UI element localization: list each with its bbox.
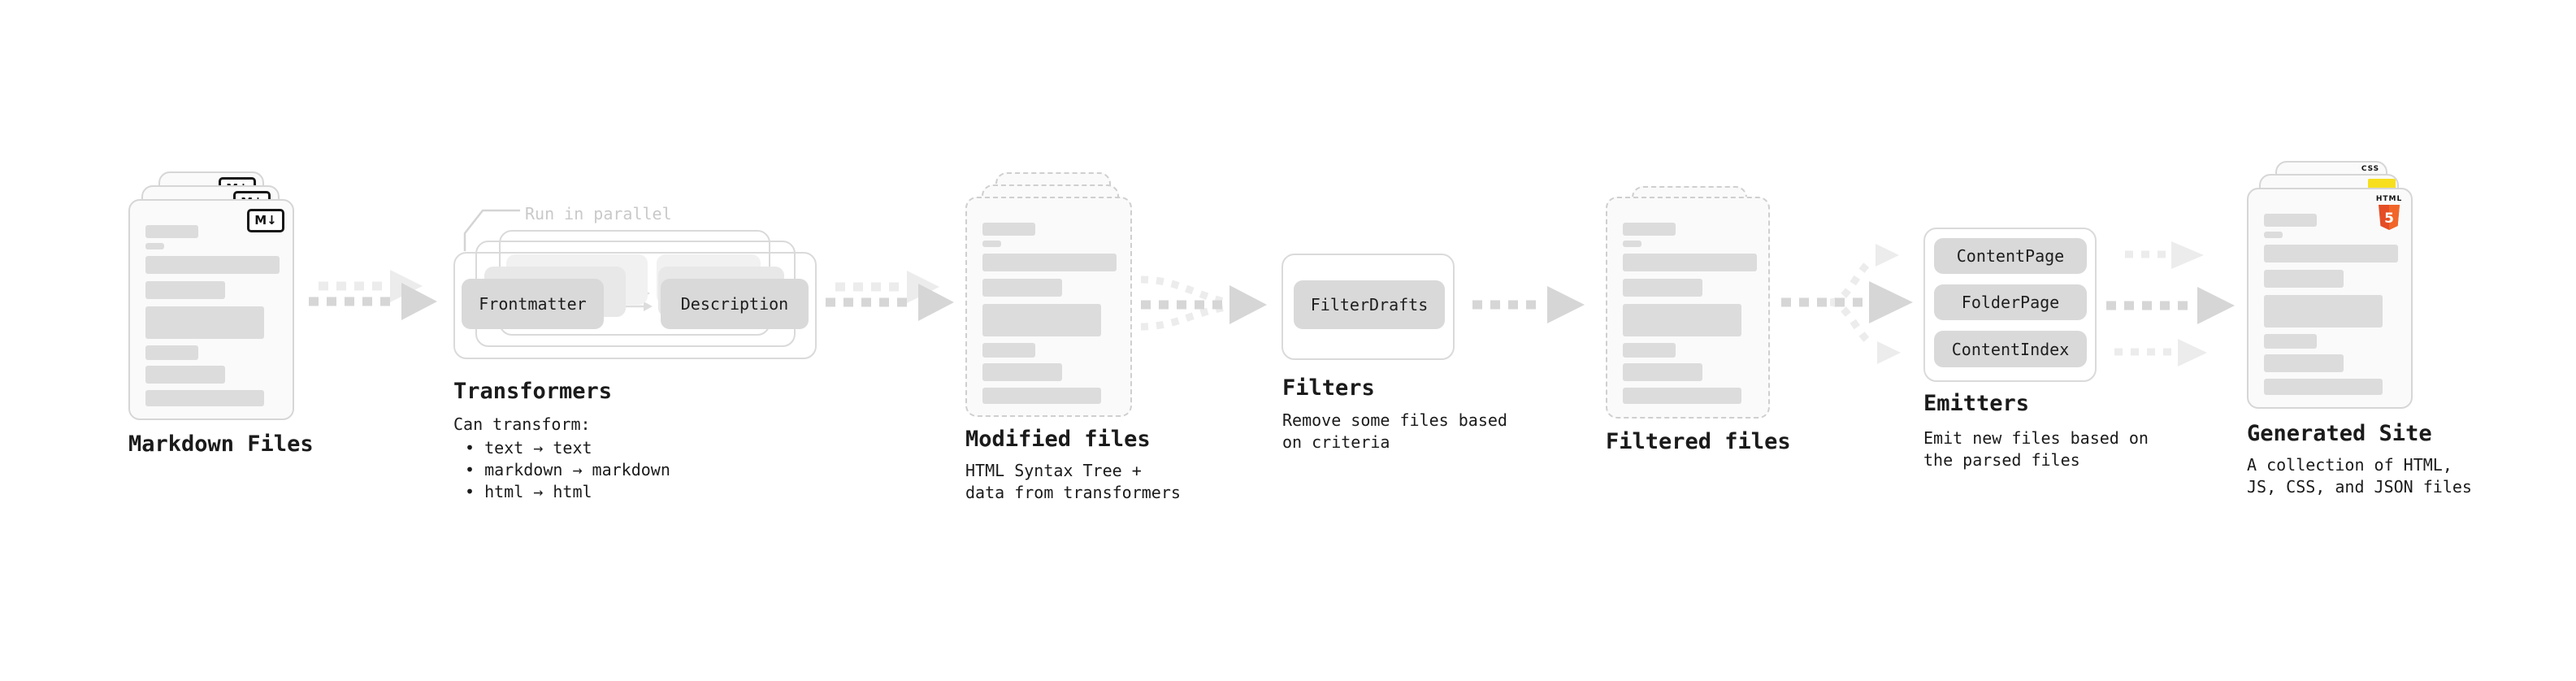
node-contentindex: ContentIndex: [1934, 331, 2087, 367]
text-placeholder-bar: [982, 279, 1062, 297]
text-placeholder-bar: [145, 306, 264, 339]
arrow-emitters-to-site-icon: [2106, 241, 2235, 367]
text-placeholder-bar: [2264, 232, 2283, 238]
transformers-bullet: • text → text: [465, 438, 592, 458]
stage-label-emitters: Emitters: [1923, 391, 2030, 416]
file-card-front: [965, 197, 1132, 417]
text-placeholder-bar: [982, 254, 1117, 271]
css-icon-label: CSS: [2361, 165, 2380, 173]
text-placeholder-bar: [145, 243, 164, 249]
file-card-front: HTML 5: [2247, 188, 2413, 409]
text-placeholder-bar: [982, 223, 1035, 236]
text-placeholder-bar: [982, 241, 1001, 247]
html5-icon-word: HTML: [2375, 195, 2403, 203]
text-placeholder-bar: [145, 366, 225, 384]
transformers-bullet: • html → html: [465, 482, 592, 501]
modified-files-description: HTML Syntax Tree + data from transformer…: [965, 461, 1181, 502]
arrow-filtered-to-emitters-icon: [1781, 244, 1913, 364]
text-placeholder-bar: [1623, 279, 1702, 297]
text-placeholder-bar: [145, 345, 198, 360]
node-filterdrafts: FilterDrafts: [1294, 280, 1445, 329]
text-placeholder-bar: [145, 390, 264, 406]
text-placeholder-bar: [2264, 379, 2383, 395]
text-placeholder-bar: [145, 225, 198, 238]
arrow-markdown-to-transformers-icon: [309, 270, 437, 320]
arrow-filters-to-filtered-icon: [1472, 286, 1585, 323]
text-placeholder-bar: [982, 388, 1101, 404]
text-placeholder-bar: [2264, 214, 2317, 227]
stage-label-markdown-files: Markdown Files: [128, 432, 314, 457]
run-in-parallel-connector: [463, 209, 520, 251]
file-card-front: [1606, 197, 1770, 419]
stage-label-filtered-files: Filtered files: [1606, 429, 1791, 454]
html5-shield-icon: 5: [2379, 205, 2400, 230]
file-card-front: M↓: [128, 199, 294, 420]
text-placeholder-bar: [1623, 254, 1757, 271]
text-placeholder-bar: [1623, 388, 1741, 404]
svg-text:5: 5: [2384, 210, 2394, 227]
text-placeholder-bar: [1623, 343, 1676, 358]
text-placeholder-bar: [2264, 334, 2317, 349]
transformer-box-front: [453, 252, 817, 359]
emitters-description: Emit new files based on the parsed files: [1923, 428, 2149, 470]
text-placeholder-bar: [1623, 363, 1702, 381]
text-placeholder-bar: [2264, 245, 2398, 262]
node-contentpage: ContentPage: [1934, 238, 2087, 274]
stage-label-filters: Filters: [1282, 375, 1375, 401]
generated-site-description: A collection of HTML, JS, CSS, and JSON …: [2247, 455, 2472, 497]
filters-description: Remove some files based on criteria: [1282, 410, 1507, 452]
text-placeholder-bar: [2264, 270, 2344, 288]
transformers-bullet: • markdown → markdown: [465, 460, 670, 479]
stage-label-generated-site: Generated Site: [2247, 421, 2432, 446]
text-placeholder-bar: [2264, 354, 2344, 372]
node-folderpage: FolderPage: [1934, 284, 2087, 320]
arrow-modified-to-filters-icon: [1140, 275, 1267, 331]
node-description: Description: [661, 279, 809, 329]
arrow-transformers-to-modified-icon: [826, 271, 954, 321]
text-placeholder-bar: [1623, 304, 1741, 336]
html5-icon: HTML 5: [2375, 195, 2403, 230]
run-in-parallel-annotation: Run in parallel: [525, 204, 672, 223]
node-frontmatter: Frontmatter: [462, 279, 604, 329]
text-placeholder-bar: [1623, 223, 1676, 236]
transformers-desc-title: Can transform:: [453, 414, 591, 434]
stage-label-transformers: Transformers: [453, 379, 613, 404]
text-placeholder-bar: [2264, 295, 2383, 327]
markdown-icon: M↓: [247, 209, 284, 232]
text-placeholder-bar: [1623, 241, 1641, 247]
text-placeholder-bar: [982, 363, 1062, 381]
text-placeholder-bar: [982, 343, 1035, 358]
text-placeholder-bar: [982, 304, 1101, 336]
stage-label-modified-files: Modified files: [965, 427, 1151, 452]
text-placeholder-bar: [145, 256, 280, 274]
text-placeholder-bar: [145, 281, 225, 299]
